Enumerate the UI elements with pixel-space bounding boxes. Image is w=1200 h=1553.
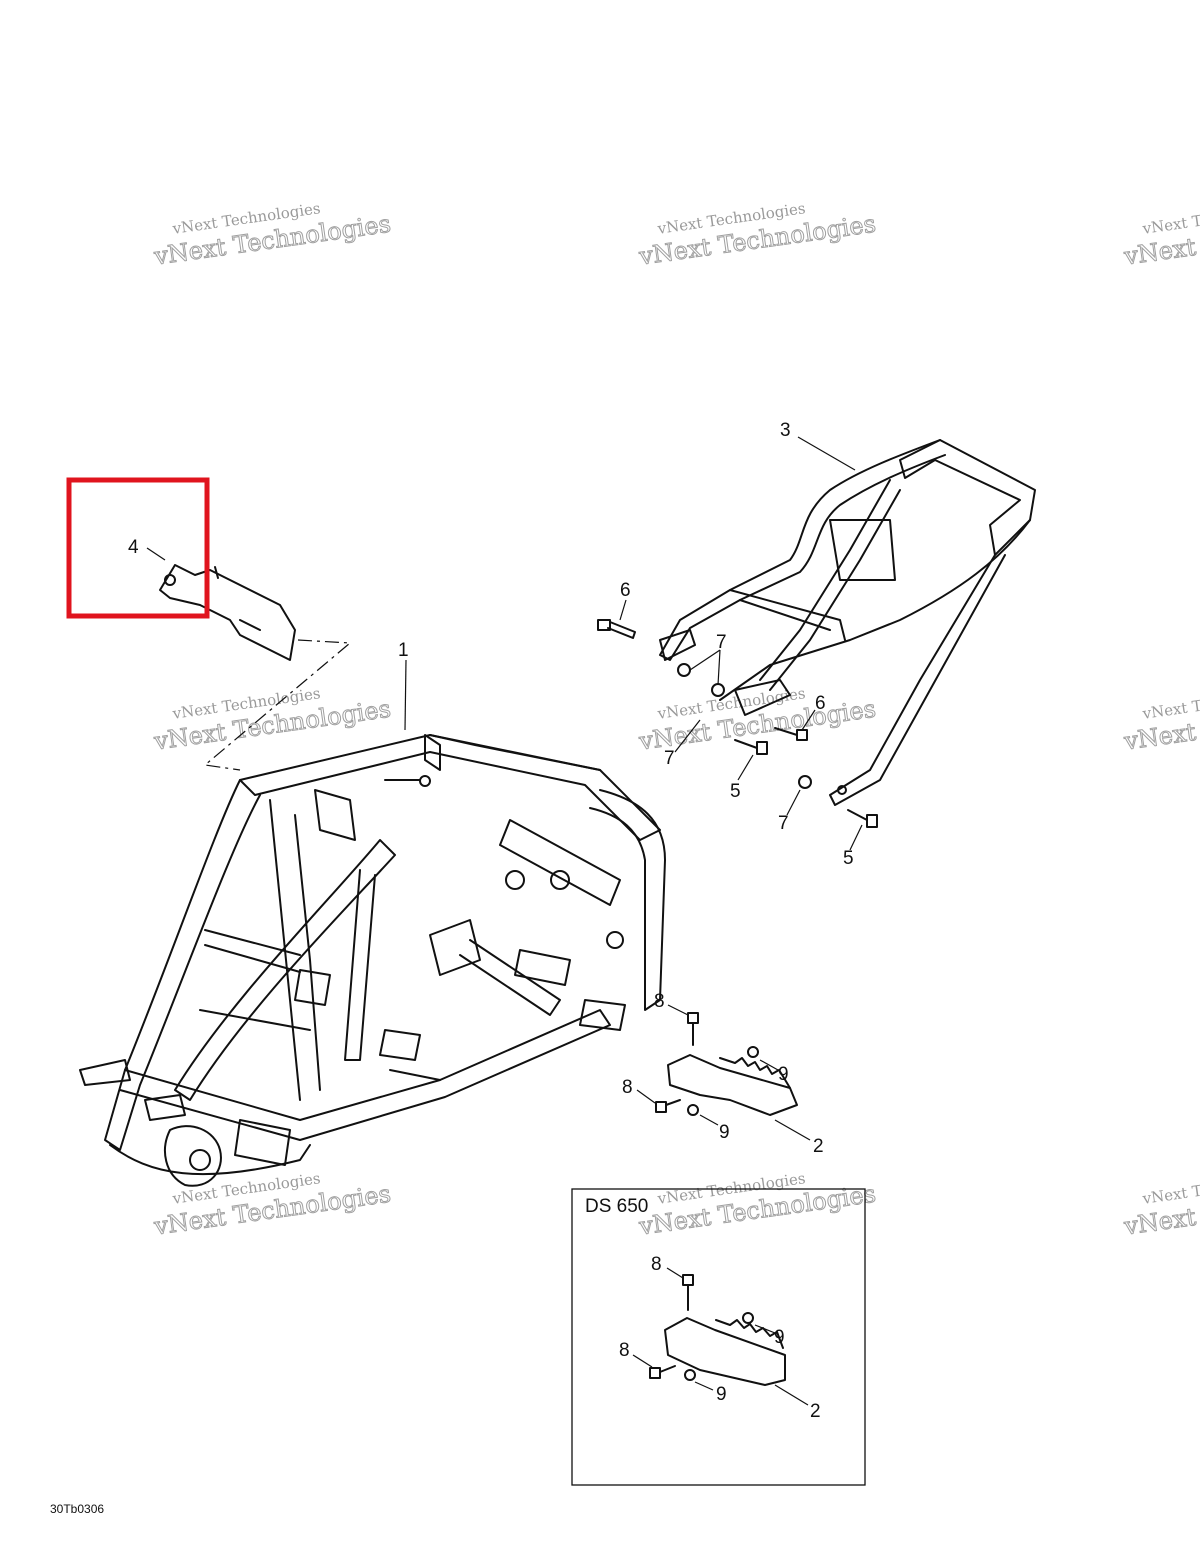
watermark-line1: vNext Technologies — [1141, 684, 1200, 723]
highlight-box — [66, 477, 210, 619]
watermark: vNext Technologies vNext Technologies — [1121, 1169, 1200, 1241]
callout-8: 8 — [651, 1254, 662, 1275]
callout-7: 7 — [716, 632, 727, 653]
callout-6: 6 — [620, 580, 631, 601]
callout-8: 8 — [622, 1077, 633, 1098]
inset-label: DS 650 — [585, 1196, 648, 1217]
callout-7: 7 — [778, 813, 789, 834]
watermark-line1: vNext Technologies — [1141, 1169, 1200, 1208]
callout-5: 5 — [730, 781, 741, 802]
callout-labels: 1 3 4 6 7 6 7 5 7 5 8 9 8 9 2 8 9 8 9 2 — [128, 420, 854, 1422]
rear-subframe-drawing — [659, 439, 1036, 806]
bracket-part4-drawing — [159, 564, 296, 661]
assembly-line — [203, 639, 352, 771]
watermark: vNext Technologies vNext Technologies — [636, 1169, 878, 1241]
watermark: vNext Technologies vNext Technologies — [1121, 199, 1200, 271]
fasteners-drawing — [597, 619, 878, 1386]
callout-4: 4 — [128, 537, 139, 558]
callout-2: 2 — [813, 1136, 824, 1157]
callout-8: 8 — [654, 991, 665, 1012]
callout-6: 6 — [815, 693, 826, 714]
watermark-line1: vNext Technologies — [1141, 199, 1200, 238]
callout-9: 9 — [778, 1064, 789, 1085]
watermark: vNext Technologies vNext Technologies — [1121, 684, 1200, 756]
callout-8: 8 — [619, 1340, 630, 1361]
watermark: vNext Technologies vNext Technologies — [151, 1169, 393, 1241]
callout-1: 1 — [398, 640, 409, 661]
watermark: vNext Technologies vNext Technologies — [636, 199, 878, 271]
main-frame-drawing — [79, 734, 666, 1187]
callout-9: 9 — [716, 1384, 727, 1405]
watermark: vNext Technologies vNext Technologies — [636, 684, 878, 756]
callout-9: 9 — [774, 1327, 785, 1348]
callout-7: 7 — [664, 748, 675, 769]
callout-9: 9 — [719, 1122, 730, 1143]
callout-3: 3 — [780, 420, 791, 441]
inset-box — [571, 1188, 866, 1486]
callout-2: 2 — [810, 1401, 821, 1422]
leader-lines — [146, 436, 863, 1406]
watermark: vNext Technologies vNext Technologies — [151, 199, 393, 271]
watermark: vNext Technologies vNext Technologies — [151, 684, 393, 756]
drawing-code: 30Tb0306 — [50, 1502, 104, 1516]
callout-5: 5 — [843, 848, 854, 869]
watermark-group: vNext Technologies vNext Technologies vN… — [151, 199, 1200, 1241]
